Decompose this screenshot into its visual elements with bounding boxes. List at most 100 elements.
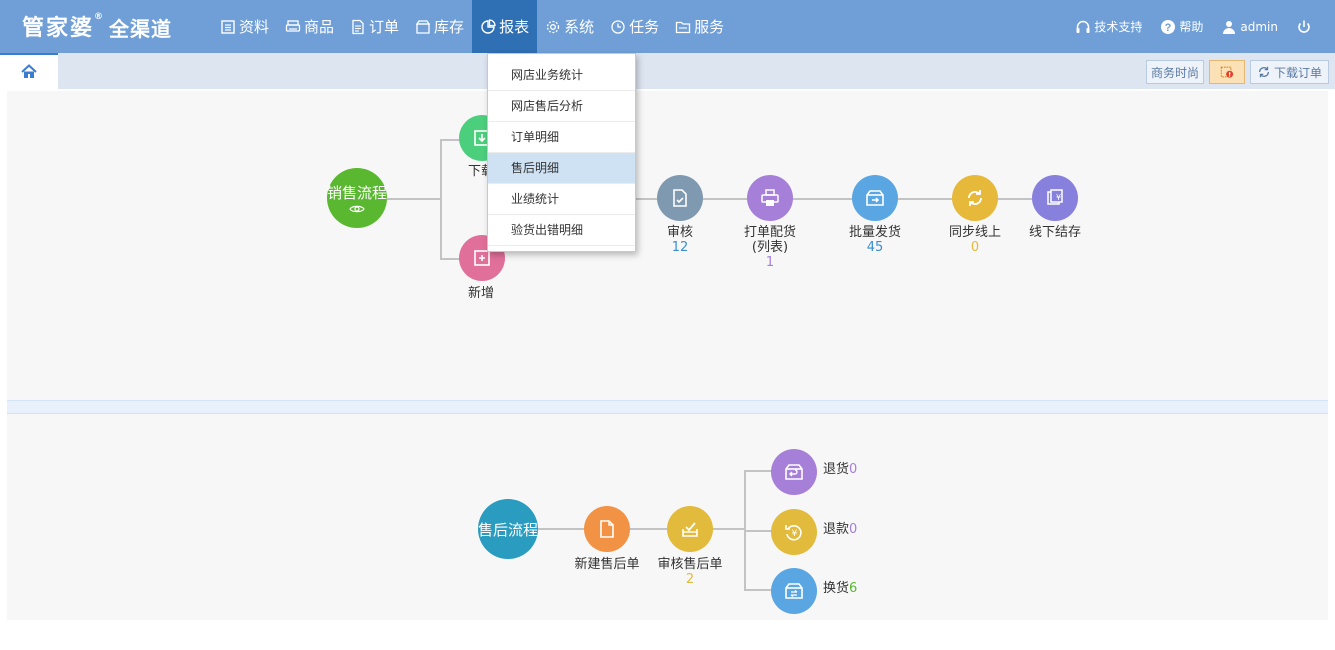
connector-line: [744, 470, 774, 472]
nav-item-inventory[interactable]: 库存: [407, 0, 472, 53]
sales-flow-title-node[interactable]: 销售流程: [327, 168, 387, 228]
review-node[interactable]: [657, 175, 703, 221]
exchange-node[interactable]: [771, 568, 817, 614]
connector-line: [744, 589, 774, 591]
print-pick-sublabel: (列表): [751, 240, 789, 255]
tech-support-link[interactable]: 技术支持: [1075, 18, 1142, 35]
logo-brand: 管家婆: [22, 16, 95, 41]
panel-divider: [7, 400, 1328, 414]
connector-line: [440, 139, 462, 141]
return-box-icon: [785, 464, 803, 480]
review-document-icon: [673, 189, 687, 207]
nav-item-system[interactable]: 系统: [537, 0, 602, 53]
sync-online-node[interactable]: [952, 175, 998, 221]
main-nav: 资料 商品 订单 库存 报表 系统 任务 服务: [212, 0, 732, 53]
review-aftersale-label: 审核售后单: [657, 557, 723, 572]
folder-icon: [675, 21, 691, 33]
connector-line: [536, 528, 746, 530]
gear-icon: [546, 20, 560, 33]
offline-settlement-node[interactable]: ¥: [1032, 175, 1078, 221]
sync-online-count[interactable]: 0: [970, 240, 980, 255]
refund-count[interactable]: 0: [849, 522, 858, 537]
sync-online-label: 同步线上: [948, 225, 1001, 240]
alert-icon: [1220, 66, 1234, 78]
menu-item-inspection-error-details[interactable]: 验货出错明细: [488, 215, 635, 246]
alert-button[interactable]: [1209, 60, 1245, 84]
refund-node[interactable]: ¥: [771, 509, 817, 555]
new-order-label: 新增: [468, 286, 495, 301]
nav-label: 资料: [239, 18, 270, 36]
returns-label-group: 退货0: [823, 462, 857, 478]
list-icon: [221, 19, 235, 34]
exchange-count[interactable]: 6: [849, 581, 858, 596]
aftersale-flow-title-node[interactable]: 售后流程: [478, 499, 538, 559]
refund-label: 退款: [823, 522, 850, 537]
refresh-icon: [1258, 66, 1270, 78]
exchange-label-group: 换货6: [823, 581, 857, 597]
nav-label: 订单: [369, 18, 400, 36]
nav-item-orders[interactable]: 订单: [342, 0, 407, 53]
headset-icon: [1076, 20, 1090, 33]
document-icon: [352, 19, 364, 34]
connector-line: [384, 198, 442, 200]
review-aftersale-count[interactable]: 2: [685, 572, 695, 587]
aftersale-flow-panel: [7, 414, 1328, 620]
connector-line: [744, 530, 774, 532]
nav-item-reports[interactable]: 报表: [472, 0, 538, 53]
help-link[interactable]: ? 帮助: [1160, 18, 1203, 35]
nav-label: 系统: [564, 18, 595, 36]
menu-item-shop-business-stats[interactable]: 网店业务统计: [488, 60, 635, 91]
review-label: 审核: [666, 225, 693, 240]
shop-time-button[interactable]: 商务时尚: [1146, 60, 1204, 84]
settlement-icon: ¥: [1047, 189, 1063, 205]
sales-flow-title: 销售流程: [327, 184, 388, 202]
logo-product: 全渠道: [109, 17, 173, 41]
nav-item-data[interactable]: 资料: [212, 0, 277, 53]
nav-label: 报表: [499, 18, 530, 36]
print-pick-node[interactable]: [747, 175, 793, 221]
svg-text:¥: ¥: [1056, 193, 1061, 202]
menu-item-performance-stats[interactable]: 业绩统计: [488, 184, 635, 215]
clock-icon: [611, 19, 625, 34]
returns-label: 退货: [823, 462, 850, 477]
nav-item-services[interactable]: 服务: [667, 0, 732, 53]
nav-item-tasks[interactable]: 任务: [602, 0, 667, 53]
returns-node[interactable]: [771, 449, 817, 495]
menu-item-order-details[interactable]: 订单明细: [488, 122, 635, 153]
new-document-icon: [600, 520, 614, 538]
logo: 管家婆 ® 全渠道: [22, 10, 172, 42]
tab-bar: 商务时尚 下载订单: [0, 53, 1335, 89]
pie-chart-icon: [481, 18, 496, 34]
add-icon: [474, 250, 490, 266]
nav-label: 服务: [694, 18, 725, 36]
nav-label: 任务: [629, 18, 660, 36]
sales-flow-panel: [7, 91, 1328, 400]
home-tab[interactable]: [0, 53, 58, 89]
batch-ship-node[interactable]: [852, 175, 898, 221]
top-right-tools: 技术支持 ? 帮助 admin: [1075, 0, 1335, 53]
logout-button[interactable]: [1296, 19, 1315, 35]
batch-ship-count[interactable]: 45: [866, 240, 884, 255]
review-count[interactable]: 12: [671, 240, 689, 255]
top-navigation-bar: 管家婆 ® 全渠道 资料 商品 订单 库存 报表 系统 任: [0, 0, 1335, 53]
menu-item-aftersale-details[interactable]: 售后明细: [488, 153, 635, 184]
returns-count[interactable]: 0: [849, 462, 858, 477]
exchange-box-icon: [785, 583, 803, 599]
offline-settlement-label: 线下结存: [1028, 225, 1081, 240]
connector-line: [636, 198, 1036, 200]
shop-time-label: 商务时尚: [1151, 65, 1200, 80]
nav-label: 商品: [304, 18, 335, 36]
menu-item-shop-aftersale-analysis[interactable]: 网店售后分析: [488, 91, 635, 122]
help-label: 帮助: [1179, 20, 1204, 34]
nav-item-products[interactable]: 商品: [277, 0, 342, 53]
box-icon: [415, 19, 431, 34]
create-aftersale-node[interactable]: [584, 506, 630, 552]
home-icon: [21, 64, 37, 78]
download-orders-button[interactable]: 下载订单: [1250, 60, 1329, 84]
user-menu[interactable]: admin: [1221, 19, 1278, 35]
refund-label-group: 退款0: [823, 522, 857, 538]
aftersale-flow-title: 售后流程: [478, 520, 539, 539]
print-pick-count[interactable]: 1: [765, 255, 775, 270]
reports-dropdown-menu: 网店业务统计 网店售后分析 订单明细 售后明细 业绩统计 验货出错明细: [487, 53, 636, 252]
review-aftersale-node[interactable]: [667, 506, 713, 552]
